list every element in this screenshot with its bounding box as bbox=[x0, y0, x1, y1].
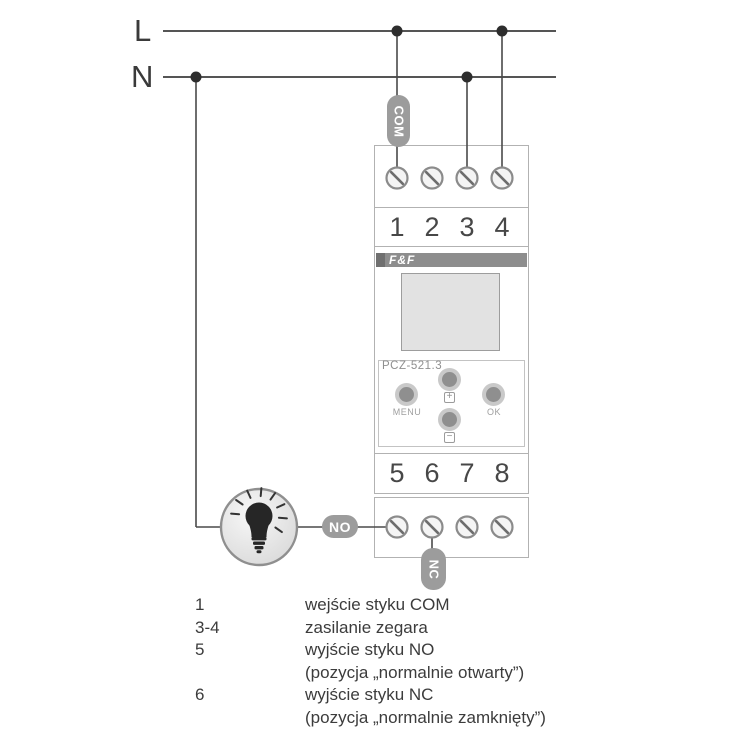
legend-desc: (pozycja „normalnie zamknięty”) bbox=[305, 707, 546, 727]
legend-desc: (pozycja „normalnie otwarty”) bbox=[305, 662, 525, 682]
legend: 1 wejście styku COM 3-4 zasilanie zegara… bbox=[195, 594, 546, 730]
terminal-number-5: 5 bbox=[389, 458, 405, 488]
top-terminal-block bbox=[374, 145, 529, 208]
legend-ref: 6 bbox=[195, 685, 205, 705]
no-badge-label: NO bbox=[329, 518, 351, 535]
legend-ref: 3-4 bbox=[195, 617, 220, 637]
bottom-terminal-numbers-strip bbox=[374, 453, 529, 494]
terminal-number-4: 4 bbox=[494, 212, 510, 242]
terminal-number-8: 8 bbox=[494, 458, 510, 488]
minus-icon: − bbox=[444, 432, 455, 443]
nc-badge: NC bbox=[421, 548, 446, 590]
plus-icon: + bbox=[444, 392, 455, 403]
legend-ref bbox=[195, 662, 305, 685]
no-badge: NO bbox=[322, 515, 358, 538]
terminal-number-7: 7 bbox=[459, 458, 475, 488]
legend-desc: zasilanie zegara bbox=[305, 617, 428, 637]
lamp-icon bbox=[219, 487, 299, 567]
ok-button bbox=[482, 383, 505, 406]
junction-dot bbox=[461, 71, 473, 83]
com-badge: COM bbox=[387, 95, 410, 147]
model-label: PCZ-521.3 bbox=[382, 360, 443, 372]
junction-dot bbox=[391, 25, 403, 37]
brand-bar: F&F bbox=[376, 253, 527, 267]
terminal-number-2: 2 bbox=[424, 212, 440, 242]
plus-button bbox=[438, 368, 461, 391]
legend-ref: 5 bbox=[195, 640, 205, 660]
menu-button-label: MENU bbox=[392, 407, 422, 417]
legend-ref: 1 bbox=[195, 595, 205, 614]
junction-dot bbox=[190, 71, 202, 83]
terminal-number-3: 3 bbox=[459, 212, 475, 242]
legend-desc: wejście styku COM bbox=[305, 595, 450, 614]
bottom-terminal-block bbox=[374, 497, 529, 558]
lamp-rays bbox=[230, 487, 288, 534]
terminal-number-6: 6 bbox=[424, 458, 440, 488]
n-line-label: N bbox=[131, 59, 154, 94]
terminal-number-1: 1 bbox=[389, 212, 405, 242]
brand-logo: F&F bbox=[389, 253, 416, 267]
bulb-icon bbox=[245, 502, 273, 554]
com-badge-label: COM bbox=[391, 105, 406, 137]
junction-dot bbox=[496, 25, 508, 37]
lcd-screen bbox=[401, 273, 500, 351]
top-terminal-numbers-strip bbox=[374, 207, 529, 247]
legend-desc: wyjście styku NC bbox=[305, 685, 434, 705]
menu-button bbox=[395, 383, 418, 406]
minus-button bbox=[438, 408, 461, 431]
ok-button-label: OK bbox=[486, 407, 501, 417]
legend-desc: wyjście styku NO bbox=[305, 640, 435, 660]
legend-ref bbox=[195, 707, 305, 730]
brand-logo-block bbox=[376, 253, 385, 267]
l-line-label: L bbox=[134, 13, 152, 48]
nc-badge-label: NC bbox=[426, 559, 441, 579]
